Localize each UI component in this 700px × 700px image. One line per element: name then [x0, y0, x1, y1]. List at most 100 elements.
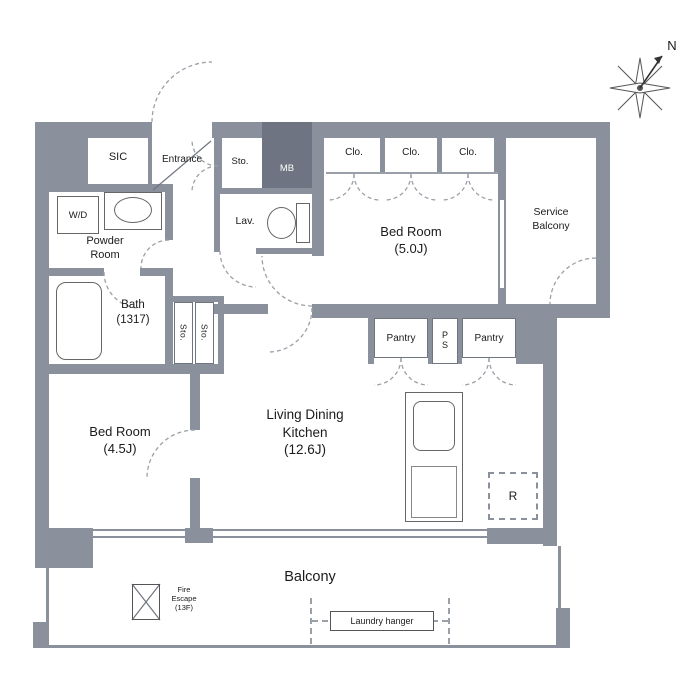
wall-pantry-stub-left: [368, 318, 374, 364]
meter-box: MB: [262, 122, 312, 188]
fire-escape-hatch: [132, 584, 160, 620]
window-service-balcony: [498, 200, 506, 288]
wall-bath-bottom: [49, 364, 218, 374]
clo-1-text: Clo.: [345, 147, 363, 158]
entrance-text: Entrance: [161, 154, 203, 165]
wall-powder-bath-b: [140, 268, 173, 276]
wall-bedroom5-bottom: [312, 304, 543, 318]
compass-north-label: N: [662, 38, 682, 55]
toilet-tank-icon: [296, 203, 310, 243]
wall-closet-div1: [380, 138, 385, 172]
label-fire-escape: Fire Escape (13F): [161, 585, 207, 612]
kitchen-sink-icon: [413, 401, 455, 451]
clo-2-text: Clo.: [402, 147, 420, 158]
pipe-space: P S: [432, 318, 458, 364]
sto-top-text: Sto.: [231, 156, 249, 167]
wall-service-balcony-a: [498, 138, 506, 200]
wall-lav-bottom: [256, 248, 318, 254]
room-label-ldk: Living Dining Kitchen (12.6J): [223, 406, 387, 459]
wall-bedroom5-west: [312, 138, 324, 256]
wall-bottom-left-block: [35, 528, 93, 568]
pantry-1-label: Pantry: [386, 332, 416, 344]
bath-size: (1317): [116, 313, 150, 326]
wall-sic-divider: [148, 138, 152, 185]
refrigerator-space: R: [488, 472, 538, 520]
clo-3-text: Clo.: [459, 147, 477, 158]
wall-service-balcony-bottom: [543, 304, 610, 318]
balcony-rail-right: [558, 546, 561, 648]
room-label-balcony: Balcony: [230, 568, 390, 587]
service-balcony-line1: Service: [533, 206, 569, 218]
wall-hall-stub: [214, 304, 268, 314]
wall-powder-right: [165, 184, 173, 240]
laundry-hanger-tag: Laundry hanger: [330, 611, 434, 631]
compass-icon: [609, 55, 671, 119]
pipe-space-p: P: [441, 330, 448, 341]
wall-pantry-stub-right: [520, 318, 543, 364]
room-label-lav: Lav.: [226, 215, 264, 229]
bath-name: Bath: [121, 299, 145, 311]
wall-powder-bath-a: [49, 268, 104, 276]
window-bedroom4: [93, 529, 185, 538]
wall-left: [35, 122, 49, 568]
room-label-bath: Bath (1317): [102, 298, 164, 328]
room-label-clo-2: Clo.: [385, 146, 437, 159]
wall-closet-end: [494, 138, 498, 172]
closet-front-line: [326, 172, 498, 174]
bedroom5-size: (5.0J): [394, 240, 428, 256]
balcony-rail-bottom: [46, 645, 561, 648]
laundry-hanger-post-left: [310, 598, 312, 644]
meter-box-label: MB: [279, 162, 295, 174]
lav-text: Lav.: [235, 215, 255, 227]
wall-lav-left: [214, 188, 220, 252]
room-label-bedroom4: Bed Room (4.5J): [50, 424, 190, 458]
washer-dryer-label: W/D: [68, 209, 88, 221]
room-label-service-balcony: Service Balcony: [504, 206, 598, 233]
room-label-clo-3: Clo.: [442, 146, 494, 159]
wall-storage-right: [218, 296, 224, 374]
wall-pantry-div2: [458, 318, 462, 364]
wall-under-sto-mb: [214, 188, 318, 194]
refrigerator-label: R: [508, 489, 518, 503]
room-label-sic: SIC: [88, 150, 148, 164]
room-label-bedroom5: Bed Room (5.0J): [331, 224, 491, 258]
wall-bottom-pier: [185, 528, 213, 543]
bathtub-icon: [56, 282, 102, 360]
room-label-sto-top: Sto.: [218, 156, 262, 168]
room-label-powder: Powder Room: [60, 234, 150, 263]
fire-escape-line1: Fire: [177, 585, 191, 594]
pantry-2: Pantry: [462, 318, 516, 358]
powder-line2: Room: [90, 249, 120, 262]
wall-storage-top: [173, 296, 218, 302]
wall-service-balcony-b: [498, 288, 506, 304]
sic-text: SIC: [108, 151, 128, 163]
laundry-hanger-label: Laundry hanger: [350, 616, 414, 626]
washer-dryer: W/D: [57, 196, 99, 234]
north-text: N: [667, 38, 677, 53]
storage-strip-b: Sto.: [195, 302, 214, 364]
pantry-1: Pantry: [374, 318, 428, 358]
wall-bath-right: [165, 268, 173, 372]
bedroom4-size: (4.5J): [103, 440, 137, 456]
ldk-size: (12.6J): [283, 442, 327, 458]
wall-under-sic: [49, 184, 165, 192]
laundry-hanger-post-right: [448, 598, 450, 644]
toilet-bowl-icon: [267, 207, 296, 239]
wall-bedroom4-east-a: [190, 374, 200, 430]
pipe-space-s: S: [441, 340, 448, 350]
pantry-2-label: Pantry: [474, 332, 504, 344]
bedroom4-name: Bed Room: [89, 424, 151, 439]
basin-icon: [114, 197, 152, 223]
room-label-entrance: Entrance: [150, 153, 214, 166]
wall-right-lower: [543, 304, 557, 546]
wall-right-upper: [596, 122, 610, 318]
ldk-line1: Living Dining: [266, 407, 344, 422]
fire-escape-line2: Escape: [171, 594, 197, 603]
service-balcony-line2: Balcony: [532, 219, 570, 232]
window-ldk: [213, 529, 487, 538]
wall-bottom-right-block: [487, 528, 557, 544]
wall-closet-div2: [437, 138, 442, 172]
balcony-rail-left: [46, 568, 49, 648]
storage-strip-a: Sto.: [174, 302, 193, 364]
